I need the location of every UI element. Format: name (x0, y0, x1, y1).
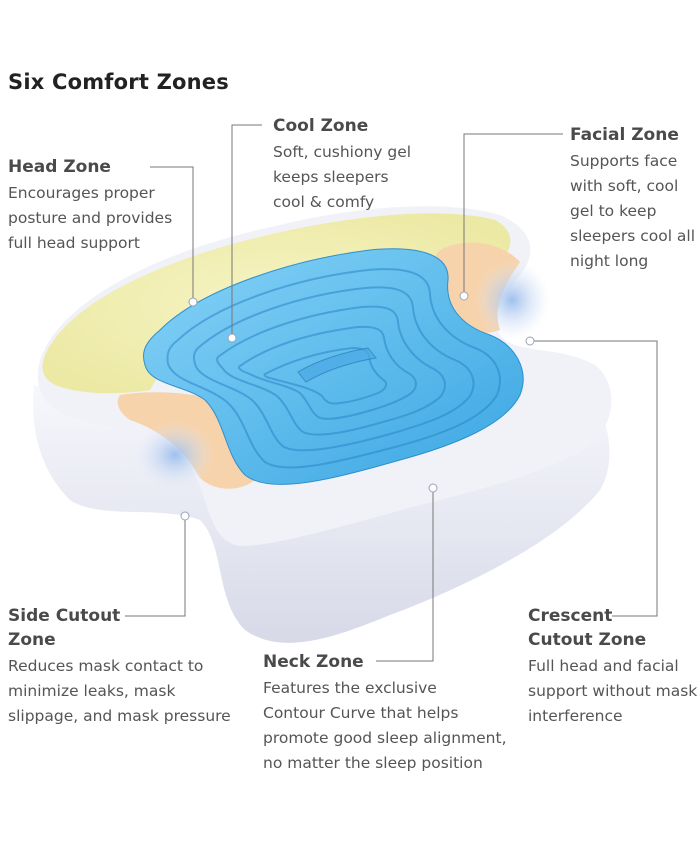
side-cutout-zone-description: Reduces mask contact to minimize leaks, … (8, 654, 231, 729)
side-cutout-line: minimize leaks, mask (8, 682, 176, 700)
head-zone-title: Head Zone (8, 157, 111, 177)
neck-zone-line: Features the exclusive (263, 679, 437, 697)
leader-line-neck (376, 488, 434, 662)
side-cutout-area (135, 421, 215, 489)
head-zone-description: Encourages proper posture and provides f… (8, 181, 172, 256)
crescent-cutout-zone-title: Crescent Cutout Zone (528, 604, 697, 652)
side-cutout-zone-title: Side Cutout Zone (8, 604, 231, 652)
facial-zone-title: Facial Zone (570, 125, 679, 145)
cool-zone-line: Soft, cushiony gel (273, 143, 412, 161)
facial-zone-line: night long (570, 252, 649, 270)
logo-emboss (297, 347, 377, 383)
crescent-title-line: Crescent (528, 606, 613, 626)
neck-zone-line: Contour Curve that helps (263, 704, 459, 722)
crescent-line: Full head and facial (528, 657, 679, 675)
facial-zone-line: sleepers cool all (570, 227, 696, 245)
dot-neck (428, 483, 438, 493)
head-zone-line: full head support (8, 234, 140, 252)
facial-zone-description: Supports face with soft, cool gel to kee… (570, 149, 695, 274)
dot-cool (227, 333, 237, 343)
neck-zone-description: Features the exclusive Contour Curve tha… (263, 676, 507, 776)
crescent-line: support without mask (528, 682, 698, 700)
leader-line-crescent (530, 340, 658, 617)
cool-zone-line: keeps sleepers (273, 168, 389, 186)
neck-zone-callout: Neck Zone Features the exclusive Contour… (263, 650, 507, 776)
side-cutout-zone-callout: Side Cutout Zone Reduces mask contact to… (8, 604, 231, 729)
neck-zone-line: no matter the sleep position (263, 754, 483, 772)
crescent-cutout-zone-description: Full head and facial support without mas… (528, 654, 697, 729)
cool-zone-description: Soft, cushiony gel keeps sleepers cool &… (273, 140, 411, 215)
leader-line-facial (463, 133, 563, 296)
crescent-cutout-area (474, 260, 550, 340)
neck-zone-line: promote good sleep alignment, (263, 729, 507, 747)
side-cutout-line: slippage, and mask pressure (8, 707, 231, 725)
neck-zone-title: Neck Zone (263, 652, 364, 672)
leader-line-side (125, 516, 186, 617)
page-title: Six Comfort Zones (8, 70, 229, 94)
leader-line-cool (231, 124, 262, 338)
dot-head (188, 297, 198, 307)
dot-side (180, 511, 190, 521)
leader-line-head (150, 166, 194, 302)
head-zone-line: Encourages proper (8, 184, 155, 202)
crescent-line: interference (528, 707, 623, 725)
dot-crescent (525, 336, 535, 346)
facial-zone-line: Supports face (570, 152, 678, 170)
head-zone-line: posture and provides (8, 209, 173, 227)
facial-zone-callout: Facial Zone Supports face with soft, coo… (570, 123, 695, 274)
dot-facial (459, 291, 469, 301)
side-cutout-title-line: Side Cutout (8, 606, 121, 626)
side-cutout-line: Reduces mask contact to (8, 657, 204, 675)
crescent-title-line: Cutout Zone (528, 630, 647, 650)
facial-zone-line: with soft, cool (570, 177, 679, 195)
head-zone-callout: Head Zone Encourages proper posture and … (8, 155, 172, 256)
cool-zone-callout: Cool Zone Soft, cushiony gel keeps sleep… (273, 114, 411, 215)
cool-zone-line: cool & comfy (273, 193, 375, 211)
side-cutout-title-line: Zone (8, 630, 56, 650)
facial-zone-line: gel to keep (570, 202, 657, 220)
cool-zone-title: Cool Zone (273, 116, 369, 136)
crescent-cutout-zone-callout: Crescent Cutout Zone Full head and facia… (528, 604, 697, 729)
